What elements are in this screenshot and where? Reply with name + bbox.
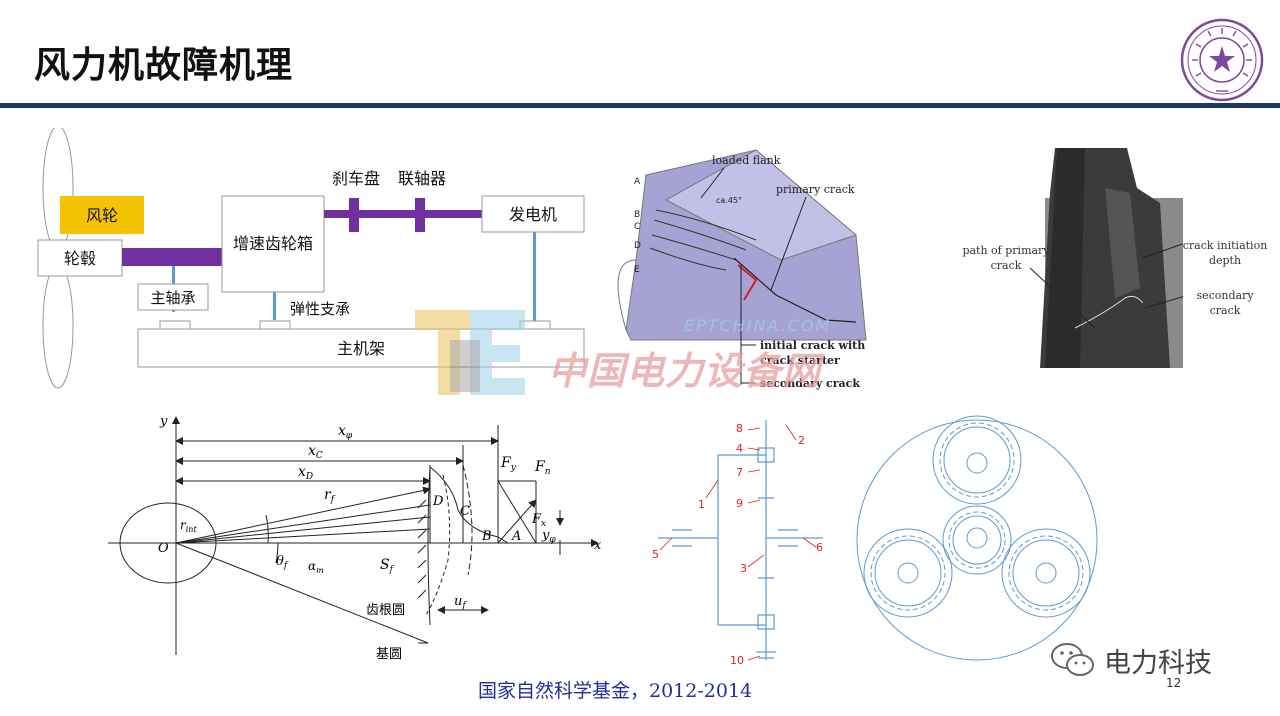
root-circle-arc bbox=[427, 466, 431, 626]
rotor-box bbox=[60, 196, 144, 234]
rotor-blade-lower bbox=[42, 263, 74, 389]
f-x-label: Fx bbox=[531, 512, 546, 529]
ring-gear-circle bbox=[856, 419, 1098, 661]
f-y-label: Fy bbox=[500, 455, 517, 473]
hub-ellipse bbox=[119, 502, 217, 584]
r-int-label: rint bbox=[180, 518, 197, 534]
tooth-geometry-diagram: xφ xC xD rf rint θf αm Sf uf Fy Fn Fx yφ… bbox=[108, 414, 602, 662]
y-axis-label: y bbox=[159, 414, 168, 429]
base-circle-label: 基圆 bbox=[376, 647, 402, 662]
gearbox-pad bbox=[259, 320, 291, 330]
hub-box bbox=[37, 239, 123, 277]
elastic-support-post bbox=[273, 292, 276, 320]
university-seal-logo bbox=[1180, 18, 1264, 102]
callout-1: 1 bbox=[698, 498, 705, 511]
planet-gear-right bbox=[1001, 528, 1091, 618]
hub-label: 轮毂 bbox=[64, 249, 96, 268]
layer-letter-c: C bbox=[634, 222, 640, 232]
planet-gear-top bbox=[932, 415, 1022, 505]
crack-starter-label: crack starter bbox=[760, 354, 840, 367]
callout-3: 3 bbox=[740, 562, 747, 575]
callout-5: 5 bbox=[652, 548, 659, 561]
path-of-primary-crack-label: path of primary crack bbox=[962, 244, 1050, 272]
generator-support bbox=[533, 232, 536, 322]
angle-label: ca.45° bbox=[716, 196, 742, 205]
watermark-te-logo bbox=[415, 310, 525, 395]
main-bearing-label: 主轴承 bbox=[150, 289, 195, 307]
planetary-gear-diagram bbox=[856, 415, 1098, 661]
main-shaft bbox=[122, 248, 222, 266]
point-b-label: B bbox=[481, 529, 492, 544]
tooth-top-face bbox=[664, 149, 857, 261]
high-speed-shaft bbox=[324, 210, 482, 218]
watermark-url: EPTCHINA.COM bbox=[684, 316, 832, 335]
layer-letter-b: B bbox=[634, 210, 640, 220]
x-d-label: xD bbox=[298, 464, 313, 482]
x-axis-label: x bbox=[594, 538, 602, 553]
x-c-label: xC bbox=[308, 443, 323, 461]
point-o-label: O bbox=[158, 541, 169, 556]
loaded-flank-label: loaded flank bbox=[712, 154, 781, 167]
brake-disc bbox=[349, 198, 359, 232]
x-phi-label: xφ bbox=[338, 423, 353, 441]
point-a-label: A bbox=[511, 529, 521, 544]
page-number: 12 bbox=[1166, 676, 1182, 690]
brake-disc-label: 刹车盘 bbox=[332, 169, 380, 188]
sun-gear bbox=[942, 505, 1012, 575]
crack-arrows bbox=[737, 264, 758, 301]
y-phi-label: yφ bbox=[541, 528, 556, 545]
gearbox-label: 增速齿轮箱 bbox=[233, 234, 313, 253]
s-f-label: Sf bbox=[380, 557, 395, 575]
callout-4: 4 bbox=[736, 442, 743, 455]
r-f-label: rf bbox=[324, 487, 336, 505]
root-circle-label: 齿根圆 bbox=[366, 603, 405, 618]
alpha-m-label: αm bbox=[308, 559, 324, 575]
drivetrain-schematic: 风轮 轮毂 增速齿轮箱 刹车盘 联轴器 发电机 主轴承 弹性支承 主机架 bbox=[37, 128, 585, 389]
elastic-support-label: 弹性支承 bbox=[290, 300, 350, 318]
secondary-crack-photo-label: secondary crack bbox=[1196, 289, 1254, 317]
layer-letter-e: E bbox=[634, 265, 640, 275]
callout-2: 2 bbox=[798, 434, 805, 447]
generator-box bbox=[481, 195, 585, 233]
layer-letter-d: D bbox=[634, 241, 641, 251]
callout-9: 9 bbox=[736, 497, 743, 510]
callout-10: 10 bbox=[730, 654, 744, 667]
layer-letter-a: A bbox=[634, 177, 641, 187]
callout-7: 7 bbox=[736, 466, 743, 479]
page-title: 风力机故障机理 bbox=[34, 45, 294, 86]
coupling bbox=[415, 198, 425, 232]
primary-crack-label: primary crack bbox=[776, 183, 855, 196]
primary-crack-line bbox=[733, 257, 857, 323]
crack-initiation-depth-label: crack initiation depth bbox=[1182, 239, 1268, 267]
callout-8: 8 bbox=[736, 422, 743, 435]
f-n-label: Fn bbox=[534, 459, 551, 477]
gearbox-box bbox=[221, 195, 325, 293]
theta-f-label: θf bbox=[276, 554, 289, 571]
bearing-pad bbox=[159, 320, 191, 330]
initial-crack-label: initial crack with bbox=[760, 339, 865, 352]
point-c-label: C bbox=[460, 504, 470, 519]
title-divider bbox=[0, 103, 1280, 108]
u-f-label: uf bbox=[454, 594, 467, 611]
funding-footer: 国家自然科学基金，2012-2014 bbox=[478, 680, 753, 702]
generator-label: 发电机 bbox=[509, 205, 557, 224]
point-d-label: D bbox=[432, 494, 444, 509]
rotor-label: 风轮 bbox=[86, 206, 118, 225]
wechat-badge: 电力科技 bbox=[1050, 640, 1212, 680]
callout-6: 6 bbox=[816, 541, 823, 554]
main-frame-label: 主机架 bbox=[337, 339, 385, 358]
tooth-crack-photo bbox=[1029, 148, 1183, 368]
watermark-name: 中国电力设备网 bbox=[548, 349, 822, 393]
coupling-label: 联轴器 bbox=[398, 169, 446, 188]
tooth-crack-figure: A B C D E loaded flank primary crack ca.… bbox=[617, 149, 867, 390]
main-bearing-box bbox=[137, 283, 209, 311]
secondary-crack-label: secondary crack bbox=[760, 377, 860, 390]
gear-stage-schematic: 1 2 3 4 5 6 7 8 9 10 bbox=[652, 420, 823, 667]
planet-gear-left bbox=[863, 528, 953, 618]
wechat-account-label: 电力科技 bbox=[1104, 647, 1212, 679]
wechat-icon bbox=[1051, 643, 1094, 676]
